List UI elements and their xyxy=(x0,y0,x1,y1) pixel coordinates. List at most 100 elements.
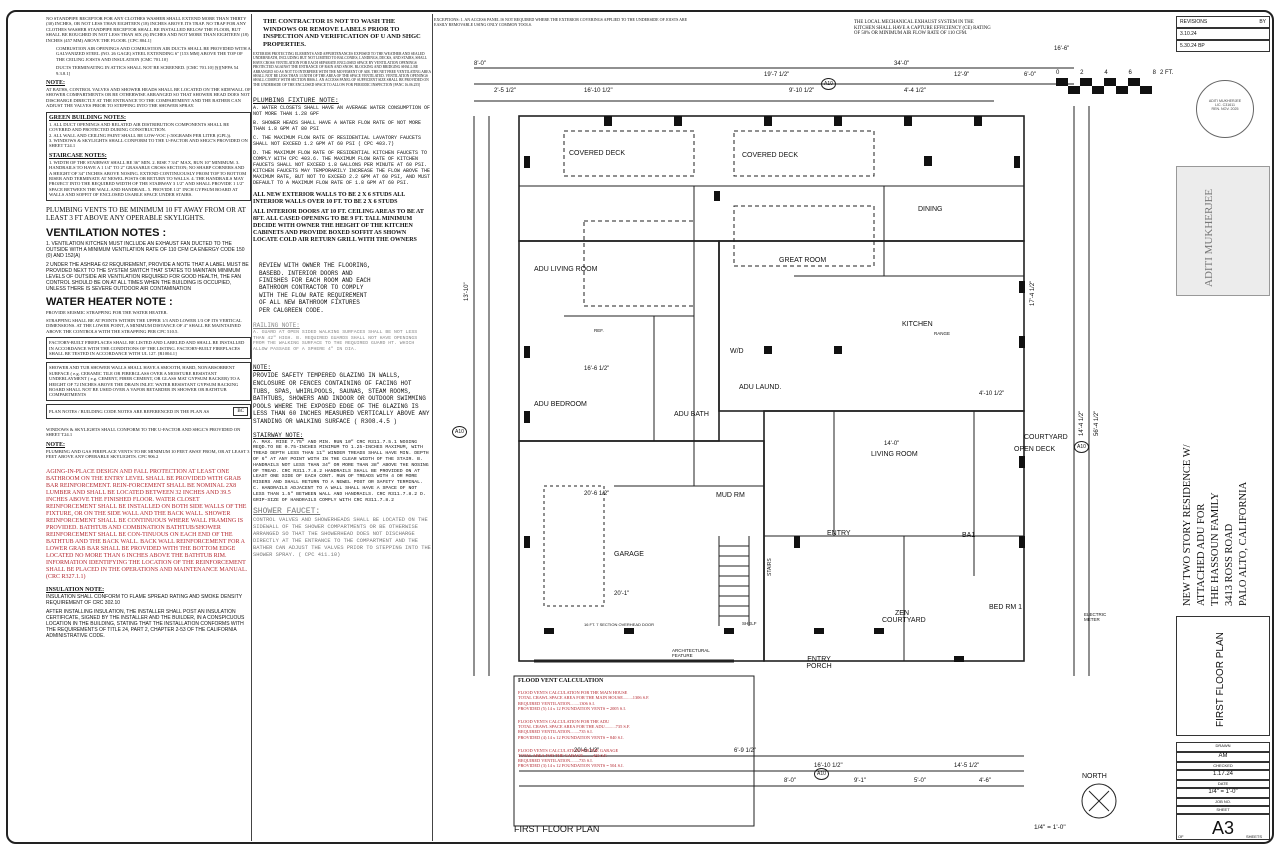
scale-tick: 8 xyxy=(1152,70,1156,76)
dim-label: 5'-0" xyxy=(914,778,926,784)
water-heater-note-1: PROVIDE SEISMIC STRAPPING FOR THE WATER … xyxy=(46,309,168,315)
insulation-heading: INSULATION NOTE: xyxy=(46,587,105,594)
drawn-value: AM xyxy=(1176,752,1270,762)
flood-adu-2: TOTAL CRAWL SPACE AREA FOR THE ADU......… xyxy=(518,724,631,730)
date-label: DATE xyxy=(1176,780,1270,788)
label-range: RANGE xyxy=(934,331,951,336)
room-open-deck: OPEN DECK xyxy=(1014,446,1056,453)
room-mud-rm: MUD RM xyxy=(716,492,745,499)
dim-label: 9'-1" xyxy=(854,778,866,784)
safety-glazing-note: PROVIDE SAFETY TEMPERED GLAZING IN WALLS… xyxy=(253,372,430,426)
room-entry-porch: ENTRY PORCH xyxy=(806,656,832,670)
green-heading: GREEN BUILDING NOTES: xyxy=(49,114,127,121)
flood-garage-1: FLOOD VENTS CALCULATION FOR THE GARAGE xyxy=(518,747,619,753)
sheet-number: A3 xyxy=(1176,814,1270,840)
bath-note: AT BATHS, CONTROL VALVES AND SHOWER HEAD… xyxy=(46,87,251,109)
stamp-license: LIC. C31611 xyxy=(1215,103,1235,107)
room-zen-courtyard: ZEN COURTYARD xyxy=(882,610,926,624)
architect-box: ADITI MUKHERJEE xyxy=(1176,166,1270,296)
project-line-1: NEW TWO STORY RESIDENCE W/ xyxy=(1182,444,1193,606)
room-adu-bath: ADU BATH xyxy=(674,411,709,418)
flood-garage-4: PROVIDED (3) 14 x 12 FOUNDATION VENTS = … xyxy=(518,763,624,769)
stamp-name: ADITI MUKHERJEE xyxy=(1208,99,1242,103)
room-adu-bedroom: ADU BEDROOM xyxy=(534,401,587,408)
section-tag: A10 xyxy=(452,426,467,438)
dim-label: 4'-4 1/2" xyxy=(904,88,926,94)
insulation-note-1: INSULATION SHALL CONFORM TO FLAME SPREAD… xyxy=(46,594,243,607)
windows-note: WINDOWS & SKYLIGHTS SHALL CONFORM TO THE… xyxy=(46,426,241,438)
flood-vent-block: FLOOD VENT CALCULATION FLOOD VENTS CALCU… xyxy=(518,678,750,769)
plumbing-fixture-heading: PLUMBING FIXTURE NOTE: xyxy=(253,97,339,105)
dim-label: 17'-4 1/2" xyxy=(1030,280,1036,306)
section-tag: A10 xyxy=(814,768,829,780)
architect-stamp: ADITI MUKHERJEE LIC. C31611 REN. NOV. 20… xyxy=(1196,80,1254,138)
dim-label: 20'-6 1/2" xyxy=(584,491,610,497)
standpipe-note: NO STANDPIPE RECEPTOR FOR ANY CLOTHES WA… xyxy=(46,16,249,43)
scale-tick: 6 xyxy=(1128,70,1132,76)
staircase-notes: 1. WIDTH OF THE STAIRWAY SHALL BE 36" MI… xyxy=(49,159,247,198)
label-shelf: SHELF xyxy=(742,621,757,626)
room-adu-living: ADU LIVING ROOM xyxy=(534,266,598,273)
flood-vent-title: FLOOD VENT CALCULATION xyxy=(518,678,604,684)
by-label: BY xyxy=(1259,19,1266,25)
combustion-note: COMBUSTION AIR OPENINGS AND COMBUSTION A… xyxy=(56,46,251,62)
dim-label: 4'-6" xyxy=(979,778,991,784)
dim-label: 56'-4 1/2" xyxy=(1094,410,1100,436)
water-heater-note-2: STRAPPING SHALL BE AT POINTS WITHIN THE … xyxy=(46,317,242,334)
shower-wall-box: SHOWER AND TUB SHOWER WALLS SHALL HAVE A… xyxy=(46,362,251,401)
railing-note: A. GUARD AT OPEN SIDED WALKING SURFACES … xyxy=(253,330,418,352)
mechanical-exhaust-note: THE LOCAL MECHANICAL EXHAUST SYSTEM IN T… xyxy=(854,20,991,37)
middle-notes-column: THE CONTRACTOR IS NOT TO WASH THE WINDOW… xyxy=(253,16,431,842)
exceptions-note: EXCEPTIONS: 1. AN ACCESS PANEL IS NOT RE… xyxy=(434,17,688,27)
dim-label: 20'-6 1/2" xyxy=(574,748,600,754)
floor-plan: EXCEPTIONS: 1. AN ACCESS PANEL IS NOT RE… xyxy=(434,16,1171,838)
column-divider xyxy=(251,14,252,841)
project-box: NEW TWO STORY RESIDENCE W/ ATTACHED ADU … xyxy=(1176,306,1270,636)
project-line-5: PALO ALTO, CALIFORNIA xyxy=(1238,481,1249,606)
revisions-label: REVISIONS xyxy=(1180,19,1208,25)
sheet-label: SHEET xyxy=(1176,806,1270,814)
plumbing-vents-note: PLUMBING VENTS TO BE MINIMUM 10 FT AWAY … xyxy=(46,205,246,222)
note2-heading: NOTE: xyxy=(46,441,66,448)
dim-label: 16'-6 1/2" xyxy=(584,366,610,372)
plan-notes-box: PLAN NOTES / BUILDING CODE NOTES ARE REF… xyxy=(46,403,251,419)
label-ref: REF. xyxy=(594,328,604,333)
date-value: 1.17.24 xyxy=(1176,770,1270,780)
exterior-note: EXTERIOR PROTECTING ELEMENTS AND APPURTE… xyxy=(253,52,431,87)
stairway-note: A. MAX. RISE 7.75" AND MIN. RUN 10" CRC … xyxy=(253,439,429,503)
dim-label: 12'-9" xyxy=(954,72,970,78)
column-divider xyxy=(432,14,433,841)
shower-faucet-heading: SHOWER FAUCET: xyxy=(253,507,321,517)
checked-label: CHECKED xyxy=(1176,762,1270,770)
room-great-room: GREAT ROOM xyxy=(779,257,827,264)
of-label: OF xyxy=(1178,834,1184,839)
bc-tag: BC xyxy=(233,406,248,416)
fireplace-box: FACTORY-BUILT FIREPLACES SHALL BE LISTED… xyxy=(46,337,251,360)
fireplace-vents-note: PLUMBING AND GAS FIREPLACE VENTS TO BE M… xyxy=(46,448,250,460)
water-heater-heading: WATER HEATER NOTE : xyxy=(46,295,173,308)
railing-heading: RAILING NOTE: xyxy=(253,322,300,330)
review-note: REVIEW WITH OWNER THE FLOORING, BASEBD. … xyxy=(259,262,371,314)
plumbing-fixture-c: C. THE MAXIMUM FLOW RATE OF RESIDENTIAL … xyxy=(253,135,422,148)
flood-garage-2: TOTAL AREA FOR THE GARAGE.........423 S.… xyxy=(518,753,608,759)
room-kitchen: KITCHEN xyxy=(902,321,933,328)
sheet-title: FIRST FLOOR PLAN xyxy=(1215,632,1226,727)
plan-drawing xyxy=(473,67,1117,827)
flood-main-2: TOTAL CRAWL SPACE AREA FOR THE MAIN HOUS… xyxy=(518,695,650,701)
staircase-heading: STAIRCASE NOTES: xyxy=(49,152,107,159)
dim-label: 9'-10 1/2" xyxy=(789,88,815,94)
stamp-renewal: REN. NOV. 2025 xyxy=(1211,107,1239,111)
flood-adu-3: REQUIRED VENTILATION........735 S.I. xyxy=(518,729,593,735)
scale-checker xyxy=(1056,78,1176,94)
project-line-2: ATTACHED ADU FOR xyxy=(1196,503,1207,606)
room-courtyard: COURTYARD xyxy=(1024,434,1068,441)
dim-label: 34'-0" xyxy=(894,61,910,67)
dim-label: 4'-10 1/2" xyxy=(979,391,1005,397)
doors-note: ALL INTERIOR DOORS AT 10 FT. CEILING ARE… xyxy=(253,209,424,244)
room-covered-deck: COVERED DECK xyxy=(742,152,799,159)
ducts-note: DUCTS TERMINATING IN ATTICS SHALL NOT BE… xyxy=(56,65,239,76)
safety-heading: NOTE: xyxy=(253,364,272,372)
room-wd: W/D xyxy=(730,348,744,355)
flood-adu-4: PROVIDED (4) 14 x 12 FOUNDATION VENTS = … xyxy=(518,734,624,740)
dim-label: 16'-10 1/2" xyxy=(584,88,613,94)
